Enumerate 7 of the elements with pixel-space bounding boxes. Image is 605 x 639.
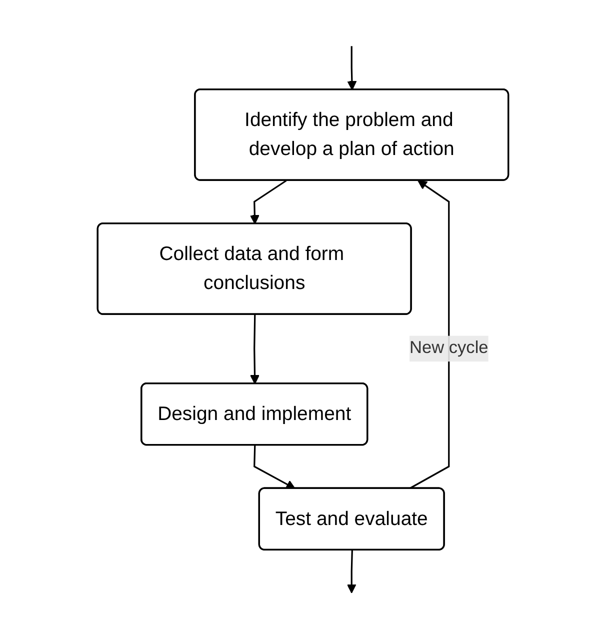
edge-label: New cycle [409,338,488,358]
arrow [346,46,356,90]
arrow [253,445,295,490]
arrow [249,180,286,224]
arrow [250,314,260,384]
arrow [346,550,356,594]
arrow [408,180,450,490]
